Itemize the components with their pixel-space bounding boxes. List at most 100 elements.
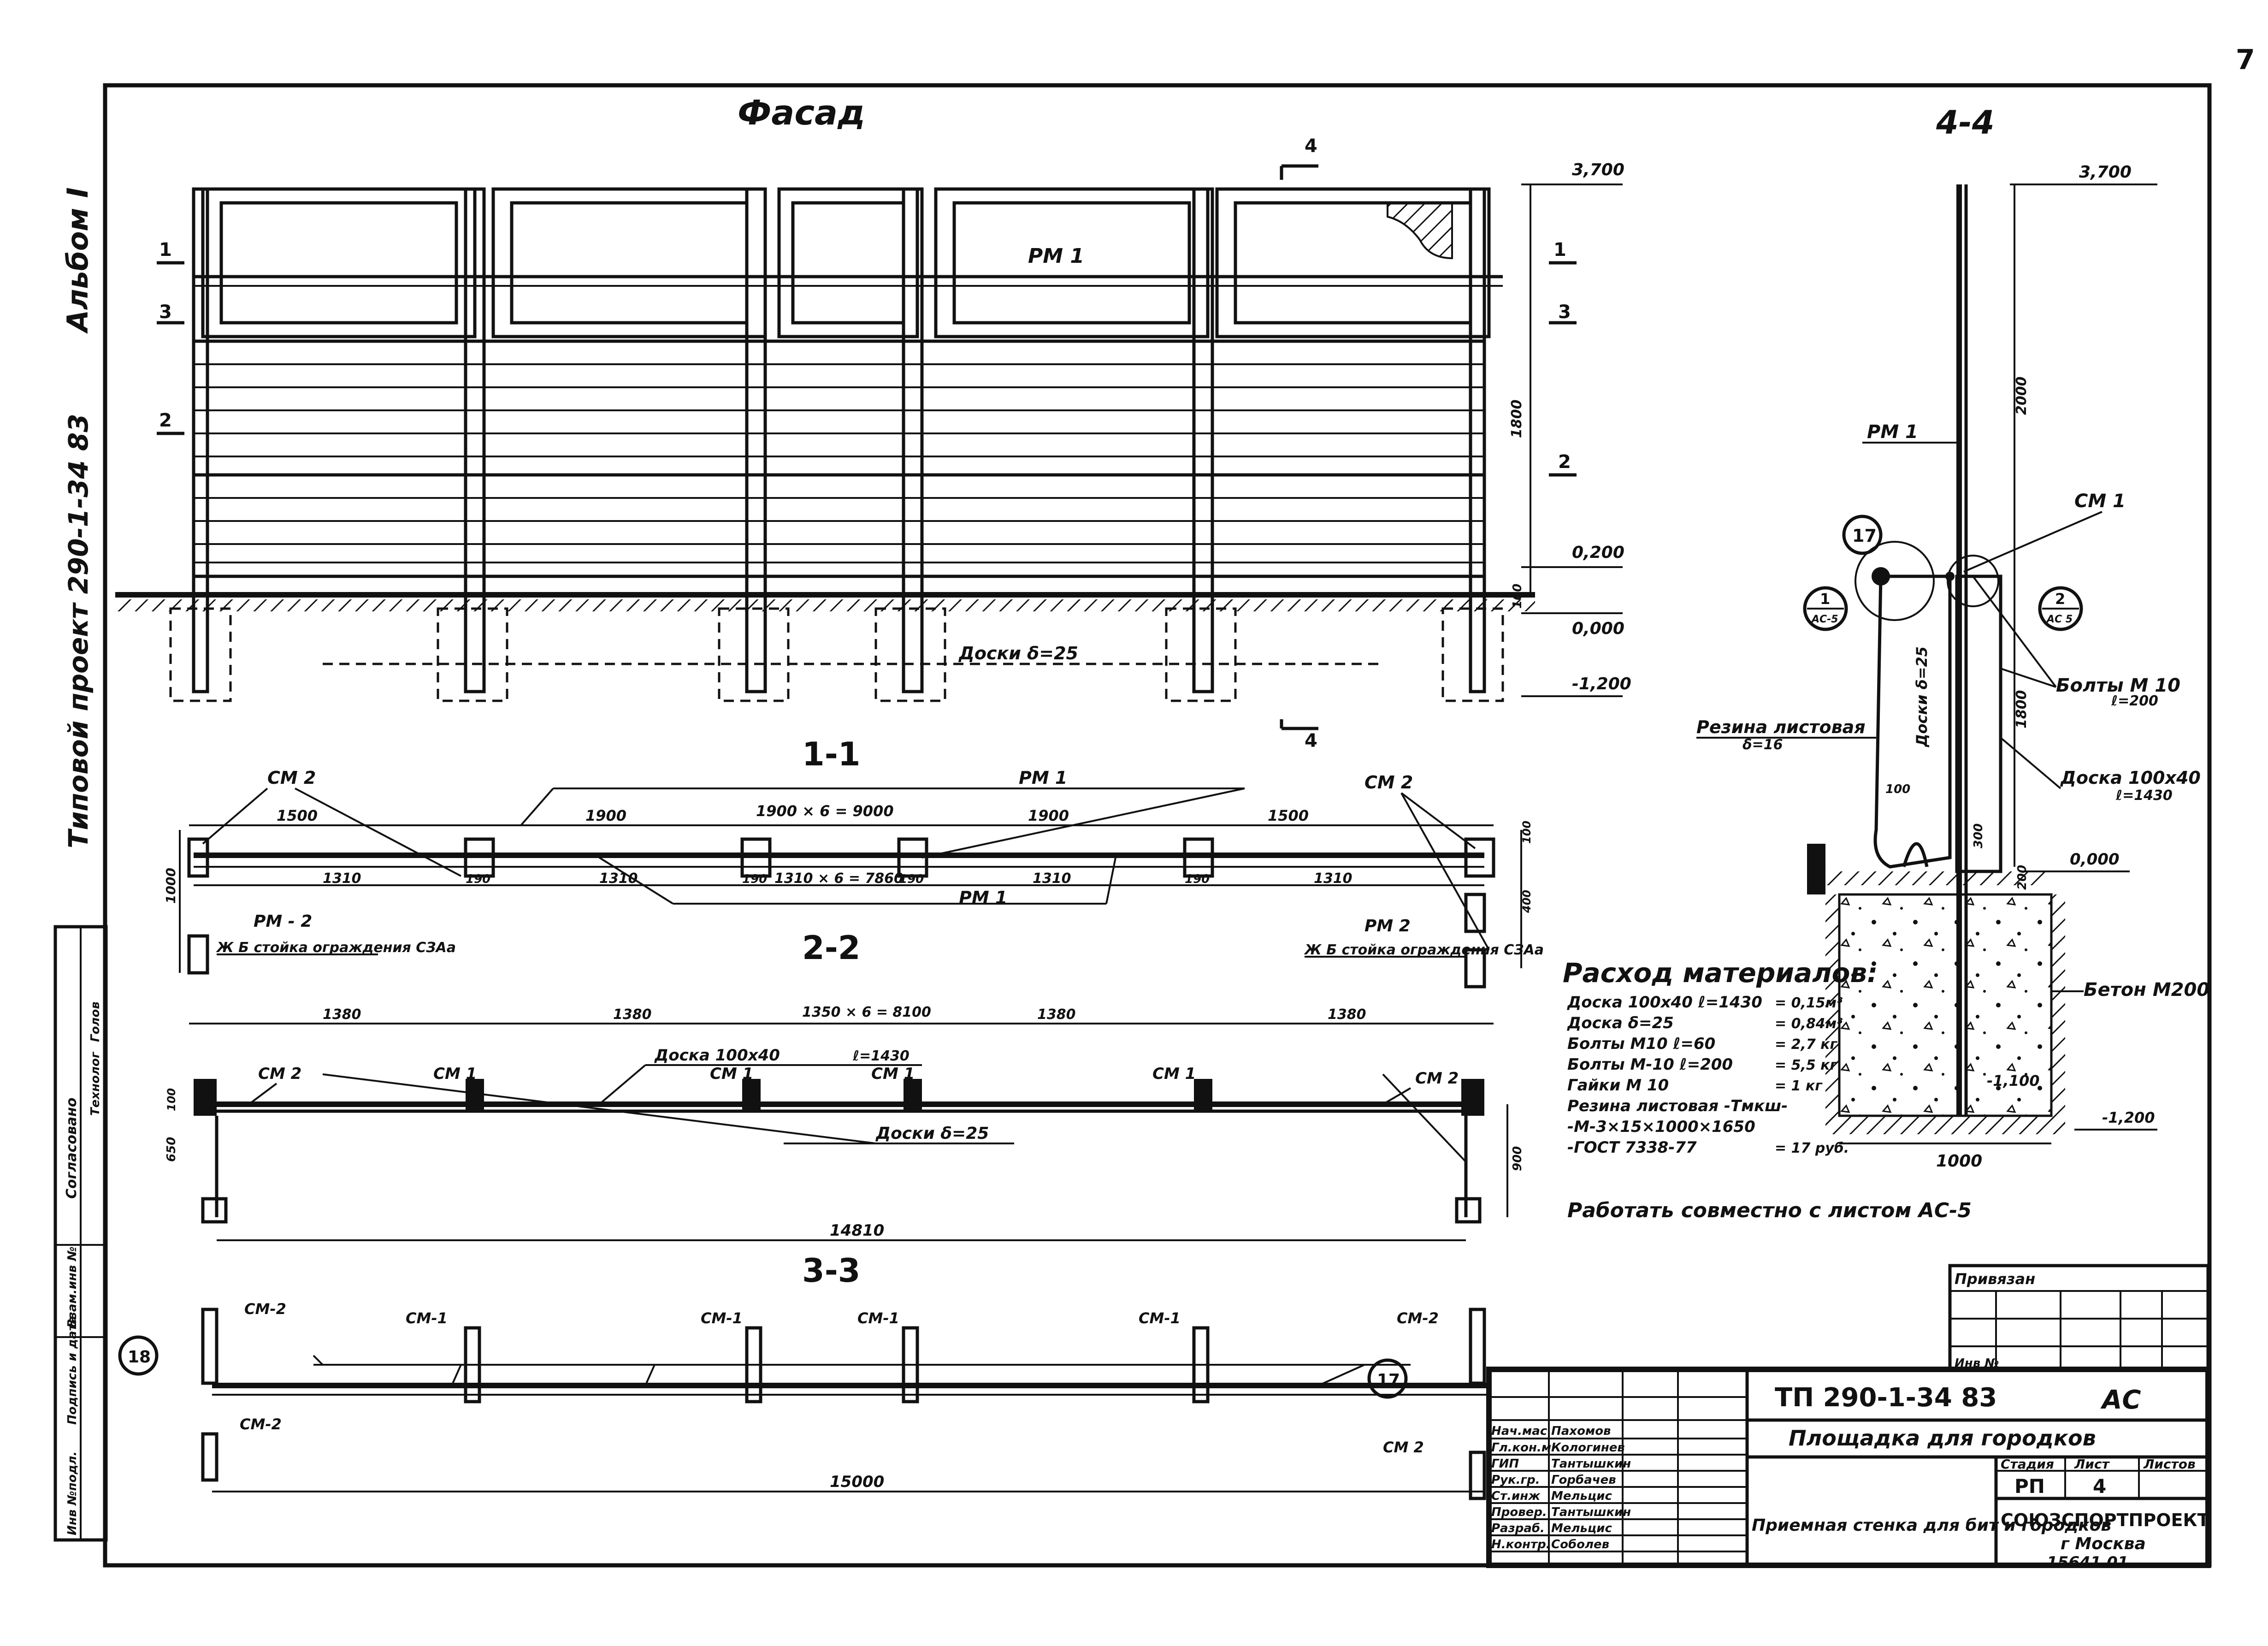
- svg-text:2: 2: [159, 410, 172, 431]
- stamp-agreed: Согласовано: [64, 1098, 80, 1199]
- svg-text:1380: 1380: [1037, 1007, 1076, 1023]
- svg-text:Ж Б стойка ограждения СЗАа: Ж Б стойка ограждения СЗАа: [1304, 942, 1544, 958]
- facade-rm-label: РМ 1: [1028, 244, 1084, 268]
- svg-text:= 5,5 кг: = 5,5 кг: [1775, 1057, 1838, 1073]
- svg-text:15641 01: 15641 01: [2047, 1553, 2128, 1572]
- svg-text:Тантышкин: Тантышкин: [1551, 1457, 1631, 1471]
- svg-text:Пахомов: Пахомов: [1551, 1424, 1611, 1438]
- svg-text:3: 3: [1558, 302, 1571, 323]
- svg-text:4: 4: [1305, 136, 1317, 157]
- svg-text:СМ-1: СМ-1: [406, 1309, 448, 1327]
- s33-posts: [201, 1308, 1486, 1500]
- svg-text:СМ-2: СМ-2: [244, 1300, 286, 1318]
- svg-text:Провер.: Провер.: [1491, 1505, 1547, 1519]
- title-object: Площадка для городков: [1789, 1426, 2096, 1451]
- title-sheet-name: Приемная стенка для бит и городков: [1752, 1516, 2111, 1535]
- svg-text:-1,100: -1,100: [1987, 1072, 2040, 1089]
- svg-text:Доски δ=25: Доски δ=25: [1913, 646, 1931, 747]
- svg-text:0,200: 0,200: [1572, 543, 1624, 562]
- svg-text:190: 190: [466, 872, 490, 886]
- svg-text:1900 × 6 = 9000: 1900 × 6 = 9000: [756, 802, 894, 820]
- svg-text:Мельцис: Мельцис: [1551, 1522, 1612, 1535]
- svg-text:1000: 1000: [1936, 1152, 1982, 1171]
- svg-text:СМ 1: СМ 1: [710, 1065, 753, 1083]
- section-4-4: 4-4 3,700 2000 1800 Доски δ=25 Бетон М20…: [1696, 104, 2209, 1171]
- svg-text:3,700: 3,700: [1572, 160, 1624, 179]
- materials-note: Работать совместно с листом АС-5: [1567, 1199, 1972, 1222]
- svg-text:14810: 14810: [830, 1221, 884, 1240]
- svg-text:1900: 1900: [1028, 807, 1069, 824]
- svg-text:1500: 1500: [1268, 807, 1309, 824]
- stamp-replace: Взам.инв №: [65, 1246, 79, 1328]
- facade-title: Фасад: [738, 93, 865, 133]
- svg-text:СМ 2: СМ 2: [1383, 1439, 1424, 1456]
- svg-text:Доска 100х40 ℓ=1430: Доска 100х40 ℓ=1430: [1567, 993, 1762, 1012]
- title-mark: АС: [2100, 1385, 2141, 1415]
- svg-text:1: 1: [1820, 590, 1830, 608]
- svg-text:СМ-1: СМ-1: [701, 1309, 743, 1327]
- svg-text:РМ 1: РМ 1: [959, 888, 1007, 908]
- facade-view: Фасад РМ 1: [115, 93, 1631, 752]
- approval-block: Привязан Инв №: [1948, 1264, 2210, 1371]
- section-33-title: 3-3: [802, 1252, 860, 1290]
- left-stamp: Согласовано Технолог Голов Инв №подл. По…: [53, 925, 108, 1542]
- svg-text:Ж Б стойка ограждения СЗАа: Ж Б стойка ограждения СЗАа: [216, 940, 456, 956]
- svg-text:Доска δ=25: Доска δ=25: [1567, 1014, 1674, 1032]
- album-label: Альбом I: [61, 187, 94, 334]
- svg-text:= 2,7 кг: = 2,7 кг: [1775, 1036, 1838, 1053]
- svg-text:400: 400: [1520, 890, 1533, 913]
- svg-text:= 0,84м³: = 0,84м³: [1775, 1016, 1843, 1032]
- svg-text:Тантышкин: Тантышкин: [1551, 1505, 1631, 1519]
- svg-text:= 1 кг: = 1 кг: [1775, 1078, 1823, 1094]
- svg-text:Мельцис: Мельцис: [1551, 1489, 1612, 1503]
- svg-text:Н.контр.: Н.контр.: [1491, 1538, 1551, 1551]
- facade-cuts: 1 1 3 3 2 2 4 4: [157, 136, 1577, 752]
- svg-text:1310: 1310: [1314, 870, 1353, 887]
- svg-text:СМ 2: СМ 2: [258, 1065, 301, 1083]
- svg-text:ℓ=200: ℓ=200: [2111, 693, 2158, 709]
- svg-text:2: 2: [1558, 451, 1571, 473]
- svg-text:-ГОСТ 7338-77: -ГОСТ 7338-77: [1567, 1138, 1697, 1157]
- stamp-sign: Подпись и дата: [65, 1316, 79, 1425]
- svg-text:200: 200: [2015, 865, 2029, 890]
- svg-text:Кологинев: Кологинев: [1551, 1441, 1625, 1455]
- stamp-tech: Технолог: [89, 1051, 102, 1116]
- svg-text:Гл.кон.м: Гл.кон.м: [1491, 1441, 1551, 1455]
- svg-text:0,000: 0,000: [1572, 619, 1624, 638]
- svg-text:17: 17: [1852, 526, 1877, 546]
- svg-text:СМ 1: СМ 1: [871, 1065, 915, 1083]
- svg-text:СМ 2: СМ 2: [1364, 772, 1413, 793]
- svg-text:Доски δ=25: Доски δ=25: [875, 1124, 989, 1143]
- svg-text:1800: 1800: [1509, 400, 1525, 438]
- svg-text:СМ-2: СМ-2: [1397, 1309, 1439, 1327]
- svg-text:Болты М10 ℓ=60: Болты М10 ℓ=60: [1567, 1035, 1715, 1053]
- svg-text:СМ 1: СМ 1: [2074, 491, 2126, 512]
- svg-text:АС 5: АС 5: [2046, 614, 2073, 625]
- svg-text:4: 4: [2093, 1475, 2106, 1498]
- svg-text:-1,200: -1,200: [1572, 675, 1631, 693]
- svg-text:СМ-2: СМ-2: [240, 1415, 282, 1433]
- svg-text:-М-3×15×1000×1650: -М-3×15×1000×1650: [1567, 1118, 1755, 1136]
- svg-text:Соболев: Соболев: [1551, 1538, 1609, 1551]
- project-label: Типовой проект 290-1-34 83: [63, 414, 94, 848]
- svg-text:650: 650: [165, 1137, 178, 1162]
- svg-text:СМ-1: СМ-1: [857, 1309, 899, 1327]
- svg-text:Резина листовая: Резина листовая: [1696, 717, 1866, 737]
- svg-text:Болты М 10: Болты М 10: [2056, 675, 2180, 696]
- section-44-title: 4-4: [1936, 104, 1994, 142]
- facade-planks: [194, 363, 1484, 563]
- svg-text:δ=16: δ=16: [1742, 737, 1783, 753]
- svg-text:1500: 1500: [277, 807, 318, 824]
- svg-text:2: 2: [2055, 590, 2065, 608]
- materials-title: Расход материалов:: [1563, 957, 1878, 989]
- s33-leaders: [313, 1355, 1411, 1386]
- svg-text:Нач.мас: Нач.мас: [1491, 1424, 1547, 1438]
- svg-text:1800: 1800: [2014, 690, 2030, 729]
- svg-text:1310 × 6 = 7860: 1310 × 6 = 7860: [774, 870, 904, 887]
- svg-text:100: 100: [1885, 782, 1910, 796]
- s22-posts: [194, 1079, 1484, 1224]
- svg-text:ГИП: ГИП: [1491, 1457, 1519, 1471]
- materials-list: Расход материалов: Доска 100х40 ℓ=1430 =…: [1563, 957, 1972, 1222]
- s11-top-dims: 1500 1900 1900 × 6 = 9000 1900 1500: [277, 802, 1309, 824]
- svg-text:190: 190: [742, 872, 767, 886]
